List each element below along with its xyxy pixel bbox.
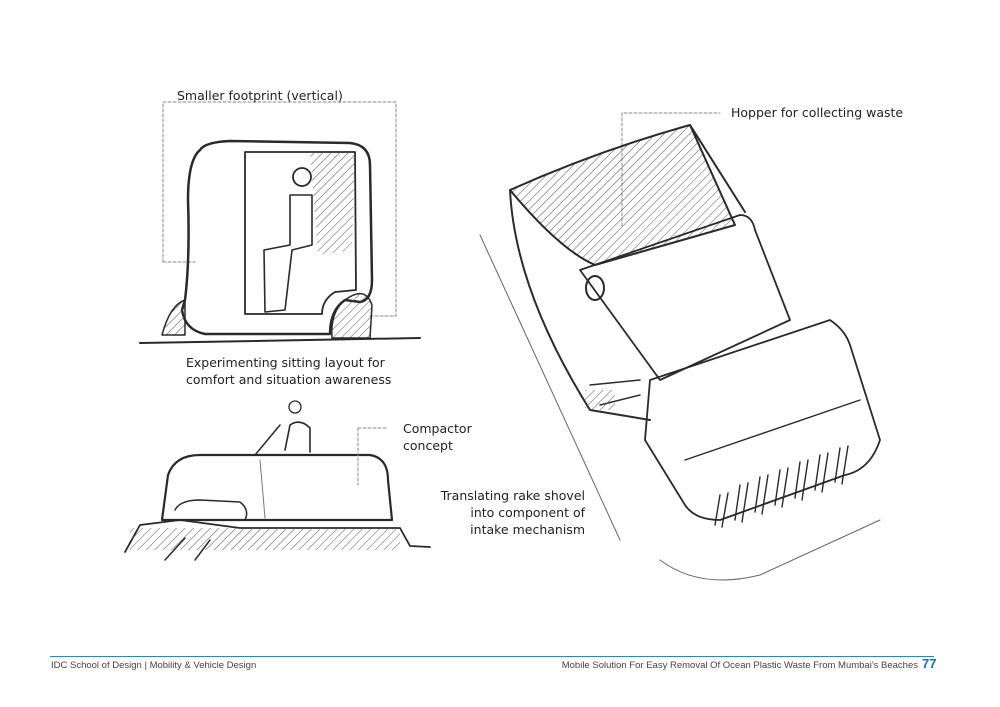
rake-label-line3: intake mechanism bbox=[470, 522, 585, 537]
footer-right: Mobile Solution For Easy Removal Of Ocea… bbox=[561, 660, 918, 671]
footer-left: IDC School of Design | Mobility & Vehicl… bbox=[51, 660, 257, 671]
footprint-label: Smaller footprint (vertical) bbox=[177, 88, 343, 103]
pod-vehicle-sketch bbox=[139, 101, 421, 344]
compactor-label-line2: concept bbox=[403, 438, 453, 453]
page-number: 77 bbox=[922, 656, 937, 671]
footer-divider bbox=[50, 656, 934, 657]
hopper-label: Hopper for collecting waste bbox=[731, 105, 904, 120]
rake-label-line1: Translating rake shovel bbox=[440, 488, 585, 503]
seating-label-line1: Experimenting sitting layout for bbox=[186, 355, 385, 370]
seating-label-line2: comfort and situation awareness bbox=[186, 372, 392, 387]
compactor-vehicle-sketch bbox=[124, 400, 431, 561]
compactor-label-line1: Compactor bbox=[403, 421, 472, 436]
rake-label-line2: into component of bbox=[470, 505, 585, 520]
hopper-vehicle-sketch bbox=[479, 112, 881, 581]
